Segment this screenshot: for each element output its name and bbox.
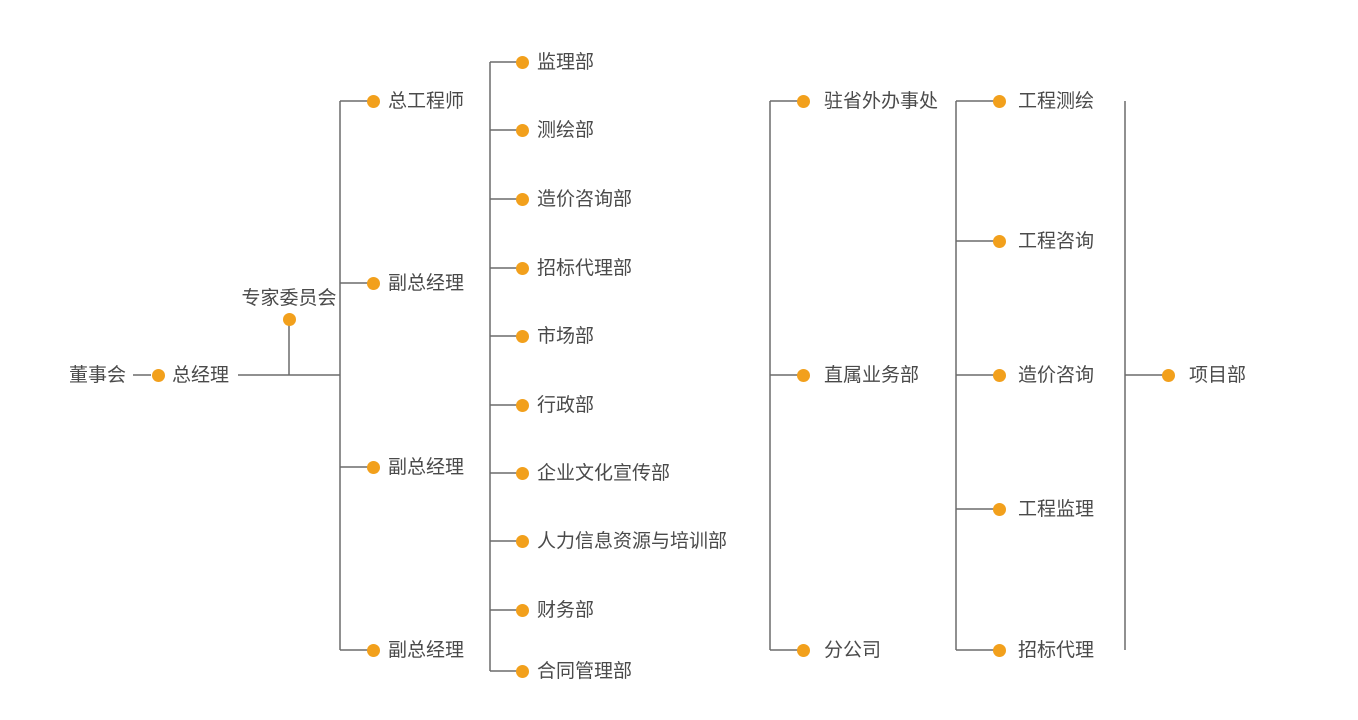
node-department-label: 市场部 [537, 325, 595, 347]
node-business-unit-label: 分公司 [824, 639, 882, 661]
node-department-label: 监理部 [537, 51, 595, 73]
node-department-label: 合同管理部 [537, 660, 633, 682]
node-service-label: 工程测绘 [1018, 90, 1095, 112]
node-chief-engineer-label: 总工程师 [388, 90, 465, 112]
node-project-dept-dot [1161, 368, 1175, 382]
node-deputy-gm-dot [366, 276, 380, 290]
node-department-label: 财务部 [537, 599, 595, 621]
node-deputy-gm-label: 副总经理 [388, 272, 465, 294]
node-service-label: 工程监理 [1018, 498, 1095, 520]
node-department-label: 招标代理部 [537, 257, 633, 279]
node-service-label: 造价咨询 [1018, 364, 1095, 386]
node-department-dot [515, 329, 529, 343]
node-service-dot [992, 502, 1006, 516]
node-department-dot [515, 534, 529, 548]
node-service-dot [992, 368, 1006, 382]
node-department-dot [515, 664, 529, 678]
node-service-dot [992, 643, 1006, 657]
node-service-label: 工程咨询 [1018, 230, 1095, 252]
node-deputy-gm-dot [366, 643, 380, 657]
node-department-label: 人力信息资源与培训部 [537, 530, 728, 552]
node-general-manager-dot [151, 368, 165, 382]
node-department-label: 企业文化宣传部 [537, 462, 671, 484]
node-department-label: 测绘部 [537, 119, 595, 141]
node-service-dot [992, 234, 1006, 248]
node-board-label: 董事会 [68, 364, 126, 386]
node-department-label: 造价咨询部 [537, 188, 633, 210]
node-department-dot [515, 466, 529, 480]
node-business-unit-dot [796, 368, 810, 382]
node-deputy-gm-dot [366, 460, 380, 474]
node-department-label: 行政部 [537, 394, 595, 416]
node-business-unit-dot [796, 643, 810, 657]
node-department-dot [515, 603, 529, 617]
node-business-unit-label: 驻省外办事处 [824, 90, 939, 112]
node-business-unit-label: 直属业务部 [824, 364, 920, 386]
node-project-dept-label: 项目部 [1189, 364, 1247, 386]
node-department-dot [515, 123, 529, 137]
node-business-unit-dot [796, 94, 810, 108]
node-expert-committee-label: 专家委员会 [241, 287, 337, 309]
node-chief-engineer-dot [366, 94, 380, 108]
node-service-dot [992, 94, 1006, 108]
node-service-label: 招标代理 [1018, 639, 1095, 661]
node-department-dot [515, 192, 529, 206]
node-deputy-gm-label: 副总经理 [388, 639, 465, 661]
node-department-dot [515, 398, 529, 412]
node-expert-committee-dot [282, 312, 296, 326]
node-department-dot [515, 55, 529, 69]
node-deputy-gm-label: 副总经理 [388, 456, 465, 478]
node-general-manager-label: 总经理 [172, 364, 230, 386]
node-department-dot [515, 261, 529, 275]
